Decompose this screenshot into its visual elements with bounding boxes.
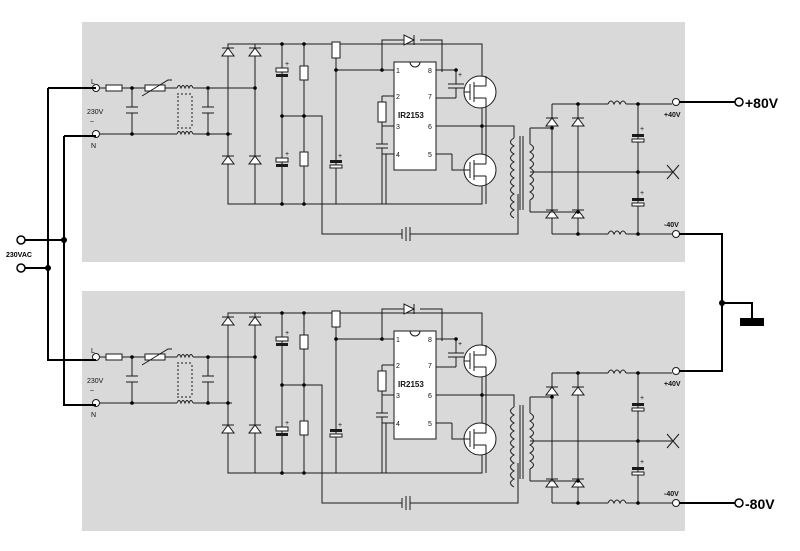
chip-pin-4: 4	[396, 421, 400, 428]
pos-rail-label: +40V	[664, 112, 681, 119]
ac-symbol: ~	[90, 388, 94, 395]
mains-input: 230VAC	[6, 87, 96, 406]
power-module-top	[81, 21, 686, 263]
chip-pin-8: 8	[428, 337, 432, 344]
mains-terminal-2	[16, 263, 26, 273]
chip-pin-3: 3	[396, 124, 400, 131]
ground-symbol	[740, 318, 764, 326]
mains-input-label: 230VAC	[6, 252, 32, 259]
chip-name: IR2153	[398, 380, 424, 389]
chip-pin-3: 3	[396, 393, 400, 400]
module-1-labels: L N 230V ~ IR2153 1 2 3 4 5 6 7 8 +40V -…	[87, 68, 681, 229]
chip-pin-6: 6	[428, 393, 432, 400]
output-neg-label: -80V	[745, 496, 775, 512]
output-wiring: +80V -80V	[679, 95, 779, 512]
module-2-labels: L N 230V ~ IR2153 1 2 3 4 5 6 7 8 +40V -…	[87, 337, 681, 498]
power-module-bottom	[81, 290, 686, 532]
chip-pin-2: 2	[396, 363, 400, 370]
chip-pin-5: 5	[428, 421, 432, 428]
chip-pin-8: 8	[428, 68, 432, 75]
chip-pin-5: 5	[428, 152, 432, 159]
neg-rail-label: -40V	[664, 222, 679, 229]
chip-pin-6: 6	[428, 124, 432, 131]
chip-pin-7: 7	[428, 363, 432, 370]
chip-name: IR2153	[398, 111, 424, 120]
output-neg-terminal	[734, 498, 744, 508]
chip-pin-1: 1	[396, 68, 400, 75]
chip-pin-4: 4	[396, 152, 400, 159]
terminal-n-label: N	[91, 412, 96, 419]
pos-rail-label: +40V	[664, 381, 681, 388]
input-voltage-label: 230V	[87, 109, 104, 116]
terminal-l-label: L	[91, 79, 95, 86]
chip-pin-2: 2	[396, 94, 400, 101]
input-voltage-label: 230V	[87, 378, 104, 385]
output-pos-terminal	[734, 97, 744, 107]
neg-rail-label: -40V	[664, 491, 679, 498]
terminal-n-label: N	[91, 143, 96, 150]
output-pos-label: +80V	[745, 95, 779, 111]
chip-pin-1: 1	[396, 337, 400, 344]
chip-pin-7: 7	[428, 94, 432, 101]
terminal-l-label: L	[91, 348, 95, 355]
ac-symbol: ~	[90, 119, 94, 126]
mains-terminal-1	[16, 235, 26, 245]
